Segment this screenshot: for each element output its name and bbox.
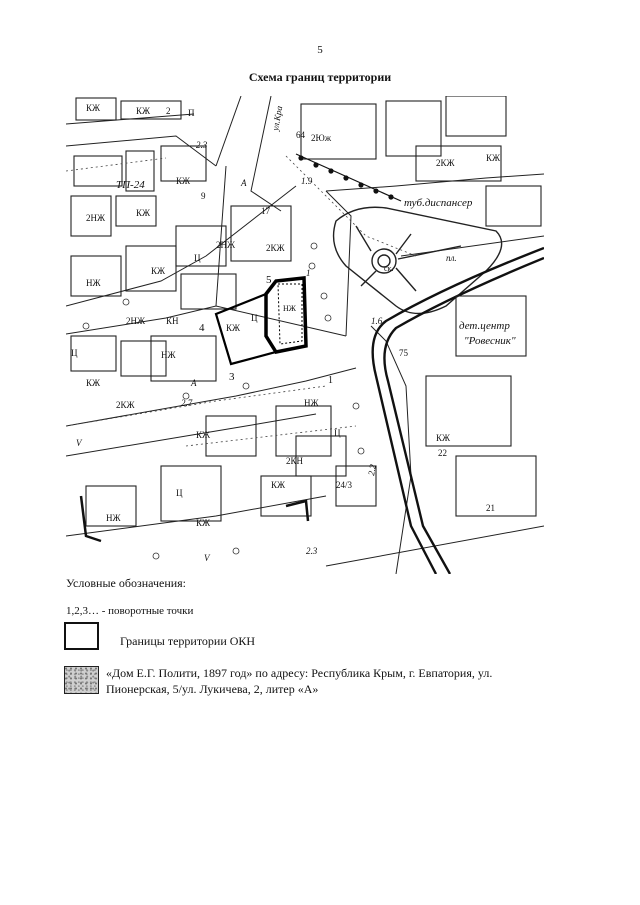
territory-map: КЖ КЖ 2 П 2.3 ТП-24 КЖ 9 А 17 2КЖ Ц 2НЖ …: [66, 96, 544, 574]
label-2nzh-1: 2НЖ: [86, 213, 106, 223]
label-point-5: 5: [266, 274, 272, 286]
label-kn-1: КН: [166, 316, 179, 326]
legend-points-text: 1,2,3… - поворотные точки: [66, 605, 194, 617]
legend-object-text: «Дом Е.Г. Полити, 1897 год» по адресу: Р…: [106, 666, 493, 696]
label-2nzh-3: 2НЖ: [216, 240, 236, 250]
label-kzh-11: КЖ: [271, 480, 286, 490]
label-ts-2: Ц: [71, 348, 78, 358]
label-2nzh-2: 2НЖ: [126, 316, 146, 326]
map-labels: КЖ КЖ 2 П 2.3 ТП-24 КЖ 9 А 17 2КЖ Ц 2НЖ …: [71, 103, 516, 563]
object-boundary: [214, 276, 308, 366]
label-kzh-2: КЖ: [136, 106, 151, 116]
label-n75: 75: [399, 348, 409, 358]
label-kzh-9: КЖ: [436, 433, 451, 443]
label-kzh-5: КЖ: [151, 266, 166, 276]
label-2kzh-2: 2КЖ: [116, 400, 136, 410]
label-n17: 17: [261, 206, 271, 216]
label-point-1b: 1: [306, 268, 311, 278]
label-tub: туб.диспансер: [404, 197, 473, 209]
buildings: [70, 96, 542, 527]
page-number: 5: [317, 44, 323, 56]
label-2-3-top: 2.3: [196, 140, 208, 150]
label-2-3-bottom: 2.3: [306, 546, 318, 556]
legend-heading: Условные обозначения:: [66, 576, 187, 590]
label-n64: 64: [296, 130, 306, 140]
label-street: ул.Кра: [270, 105, 284, 133]
label-kzh-3: КЖ: [176, 176, 191, 186]
label-ts-5: Ц: [176, 488, 183, 498]
label-kzh-1: КЖ: [86, 103, 101, 113]
dotted-fence: [79, 153, 402, 543]
label-point-1: 1: [328, 375, 333, 386]
label-24-3: 24/3: [336, 480, 353, 490]
label-n22: 22: [438, 448, 447, 458]
label-p: П: [188, 108, 195, 118]
label-a-2: А: [190, 378, 197, 388]
label-a-1: А: [240, 178, 247, 188]
legend-boundary-text: Границы территории ОКН: [120, 634, 256, 648]
label-tp24: ТП-24: [116, 179, 145, 191]
label-kzh-7: КЖ: [226, 323, 241, 333]
label-det-center: дет.центр: [459, 320, 510, 332]
label-kzh-12: КЖ: [196, 518, 211, 528]
label-nzh-1: НЖ: [86, 278, 101, 288]
square: [332, 206, 503, 315]
label-pl: пл.: [446, 253, 457, 263]
label-kzh-6: КЖ: [86, 378, 101, 388]
legend-boundary-swatch: [64, 622, 99, 650]
label-n9: 9: [201, 191, 206, 201]
map-drawing: КЖ КЖ 2 П 2.3 ТП-24 КЖ 9 А 17 2КЖ Ц 2НЖ …: [66, 96, 544, 574]
label-1-9: 1.9: [301, 176, 313, 186]
label-n21: 21: [486, 503, 495, 513]
page-title: Схема границ территории: [248, 70, 392, 84]
label-1-6: 1.6: [371, 316, 383, 326]
label-nzh-obj: НЖ: [283, 304, 297, 313]
label-point-3: 3: [229, 371, 235, 383]
label-v-1: V: [76, 438, 83, 448]
legend-object-swatch: [64, 666, 99, 694]
label-2-2: 2.2: [366, 463, 378, 476]
label-2kzh-1: 2КЖ: [266, 243, 286, 253]
label-kzh-8: КЖ: [486, 153, 501, 163]
label-ts-4: Ц: [334, 428, 341, 438]
label-2-7: 2.7: [181, 398, 193, 408]
label-2kn: 2КН: [286, 456, 304, 466]
label-2yu: 2Юж: [311, 133, 332, 143]
label-nzh-4: НЖ: [106, 513, 121, 523]
label-kzh-4: КЖ: [136, 208, 151, 218]
label-sk: ск.: [384, 264, 393, 273]
label-2kzh-3: 2КЖ: [436, 158, 456, 168]
label-kzh-10: КЖ: [196, 430, 211, 440]
label-nzh-3: НЖ: [304, 398, 319, 408]
label-ts-3: Ц: [251, 313, 258, 323]
label-rovesnik: "Ровесник": [464, 335, 516, 347]
label-point-4: 4: [199, 322, 205, 334]
label-ts-1: Ц: [194, 253, 201, 263]
street-markers: [82, 242, 365, 560]
label-v-2: V: [204, 553, 211, 563]
label-n2-a: 2: [166, 106, 171, 116]
rail-line: [371, 246, 544, 574]
survey-lines: [66, 155, 417, 447]
label-nzh-2: НЖ: [161, 350, 176, 360]
